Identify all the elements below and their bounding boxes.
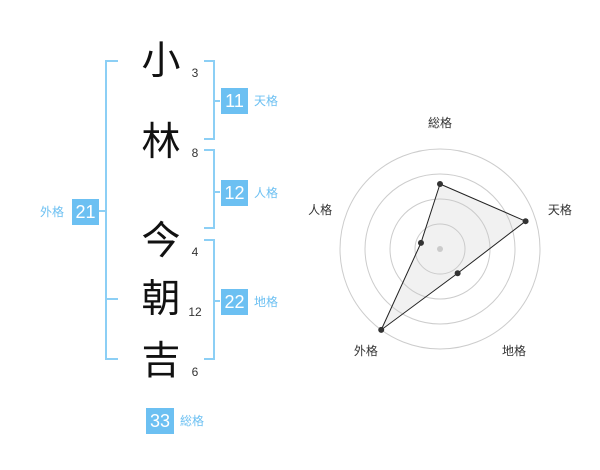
radar-axis-label-0: 総格 — [428, 115, 452, 130]
radar-center — [437, 246, 443, 252]
chikaku-tick — [214, 300, 220, 302]
soukaku-badge: 33 — [146, 408, 174, 434]
jinkaku-bracket — [204, 149, 215, 229]
gaikaku-badge: 21 — [72, 199, 99, 225]
stroke-count-1: 3 — [191, 66, 199, 80]
tenkaku-badge: 11 — [221, 88, 248, 114]
chikaku-badge: 22 — [221, 289, 248, 315]
radar-point-4 — [417, 239, 424, 246]
radar-ring-3 — [364, 173, 516, 325]
radar-ring-1 — [414, 223, 466, 275]
tenkaku-label: 天格 — [254, 94, 279, 108]
tenkaku-tick — [214, 100, 220, 102]
chikaku-bracket — [204, 239, 215, 360]
soukaku-label: 総格 — [180, 414, 205, 428]
radar-point-0 — [437, 181, 443, 187]
chikaku-label: 地格 — [254, 295, 279, 309]
name-char-1: 小 — [141, 39, 181, 84]
radar-axis-label-1: 天格 — [548, 202, 572, 217]
name-char-5: 吉 — [141, 339, 181, 384]
radar-point-1 — [522, 218, 529, 225]
radar-axis-label-3: 外格 — [354, 343, 378, 358]
gaikaku-label: 外格 — [40, 205, 65, 219]
stroke-count-2: 8 — [191, 146, 199, 160]
stroke-count-4: 12 — [188, 305, 202, 319]
radar-axis-label-4: 人格 — [308, 202, 332, 217]
radar-point-2 — [454, 270, 461, 277]
gaikaku-bracket — [105, 60, 118, 360]
jinkaku-label: 人格 — [254, 186, 279, 200]
radar-ring-4 — [339, 148, 541, 350]
radar-series-polygon — [380, 183, 527, 331]
jinkaku-badge: 12 — [221, 180, 248, 206]
gaikaku-bracket-tick — [94, 210, 106, 212]
stroke-count-5: 6 — [191, 365, 199, 379]
name-char-4: 朝 — [141, 277, 181, 322]
radar-point-3 — [378, 326, 385, 333]
radar-axis-label-2: 地格 — [502, 343, 526, 358]
name-char-2: 林 — [141, 120, 181, 165]
stroke-count-3: 4 — [191, 245, 199, 259]
name-divider-tick — [105, 298, 118, 300]
jinkaku-tick — [214, 191, 220, 193]
name-char-3: 今 — [141, 219, 181, 264]
